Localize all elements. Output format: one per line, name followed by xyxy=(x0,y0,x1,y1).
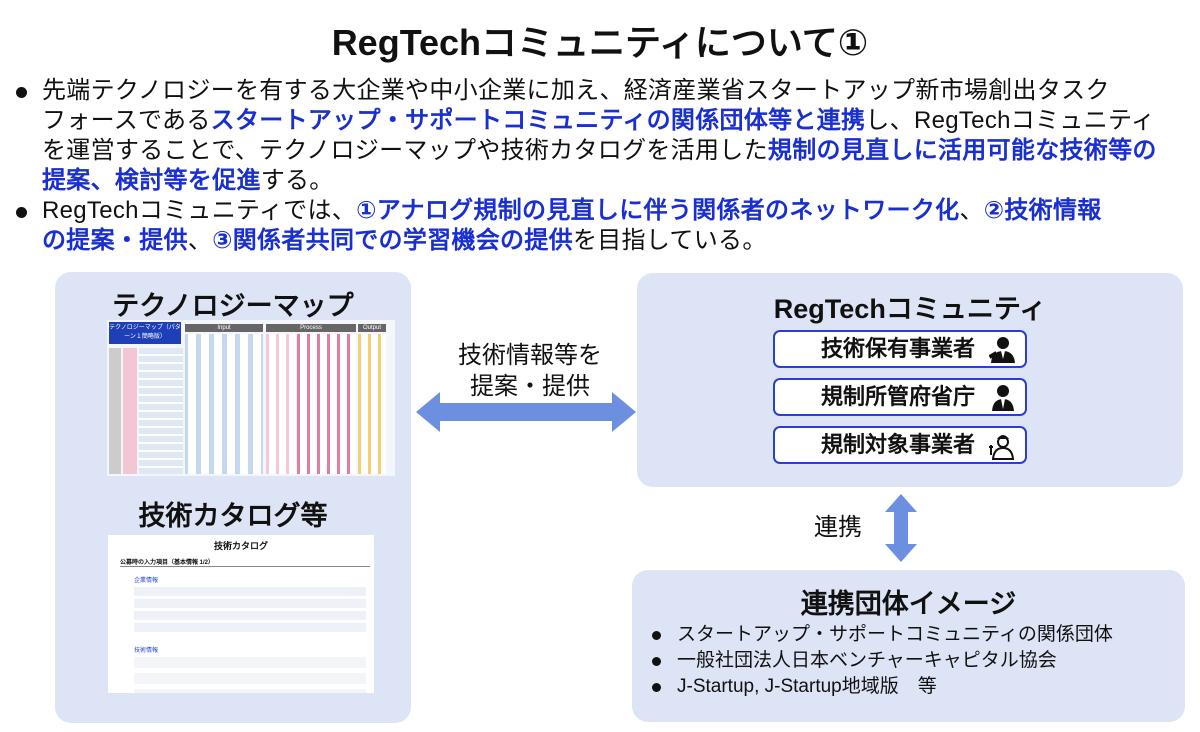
official-icon xyxy=(992,385,1014,411)
community-member-label: 技術保有事業者 xyxy=(821,336,976,361)
community-member-label: 規制所管府省庁 xyxy=(821,384,976,409)
community-member-box: 規制対象事業者 xyxy=(773,426,1027,464)
body-text: し、RegTechコミュニティ xyxy=(865,107,1156,134)
body-text: を目指している。 xyxy=(572,227,767,254)
catalog-section: 企業情報 xyxy=(134,578,159,584)
map-thumb-title: テクノロジーマップ（パターン１簡略版） xyxy=(109,322,181,344)
partners-panel: 連携団体イメージ スタートアップ・サポートコミュニティの関係団体一般社団法人日本… xyxy=(632,570,1185,722)
map-col-process: Process xyxy=(266,324,356,332)
map-output-columns xyxy=(358,334,386,474)
emphasis-text: 提案、検討等を促進 xyxy=(42,167,261,194)
regtech-community-panel: RegTechコミュニティ 技術保有事業者規制所管府省庁規制対象事業者 xyxy=(637,273,1183,487)
bullet-line: を運営することで、テクノロジーマップや技術カタログを活用した規制の見直しに活用可… xyxy=(42,136,1197,166)
emphasis-text: ③関係者共同での学習機会の提供 xyxy=(212,227,573,254)
page-title: RegTechコミュニティについて① xyxy=(331,22,869,63)
body-text: RegTechコミュニティでは、 xyxy=(42,197,357,224)
bullet-item: RegTechコミュニティでは、①アナログ規制の見直しに伴う関係者のネットワーク… xyxy=(12,196,1197,256)
bullet-line: の提案・提供、③関係者共同での学習機会の提供を目指している。 xyxy=(42,226,1197,256)
catalog-thumb-subtitle: 公募時の入力項目（基本情報 1/2） xyxy=(120,557,370,567)
map-col-input: Input xyxy=(185,324,263,332)
bullet-dot xyxy=(16,207,27,218)
partner-item: J-Startup, J-Startup地域版 等 xyxy=(652,674,1113,700)
body-text: 、 xyxy=(187,227,213,254)
technology-map-heading: テクノロジーマップ xyxy=(112,291,354,321)
emphasis-text: ②技術情報 xyxy=(983,197,1102,224)
businessperson-icon xyxy=(989,337,1015,363)
partners-list: スタートアップ・サポートコミュニティの関係団体一般社団法人日本ベンチャーキャピタ… xyxy=(652,622,1113,700)
map-col-output: Output xyxy=(358,324,386,332)
bullet-line: 提案、検討等を促進する。 xyxy=(42,166,1197,196)
community-member-box: 技術保有事業者 xyxy=(773,330,1027,368)
body-text: する。 xyxy=(260,167,334,194)
catalog-thumb-title: 技術カタログ xyxy=(213,541,268,551)
emphasis-text: ①アナログ規制の見直しに伴う関係者のネットワーク化 xyxy=(356,197,960,224)
map-input-columns xyxy=(185,334,263,474)
partner-item: 一般社団法人日本ベンチャーキャピタル協会 xyxy=(652,648,1113,674)
arrow-label: 技術情報等を 提案・提供 xyxy=(430,340,630,402)
worker-icon xyxy=(989,435,1015,460)
technology-catalog-heading: 技術カタログ等 xyxy=(138,501,328,531)
bullet-item: 先端テクノロジーを有する大企業や中小企業に加え、経済産業省スタートアップ新市場創… xyxy=(12,76,1197,196)
emphasis-text: 規制の見直しに活用可能な技術等の xyxy=(767,137,1157,164)
cooperation-label: 連携 xyxy=(814,514,862,541)
body-text: 先端テクノロジーを有する大企業や中小企業に加え、経済産業省スタートアップ新市場創… xyxy=(42,77,1110,104)
map-process-columns xyxy=(266,334,296,474)
bullet-line: 先端テクノロジーを有する大企業や中小企業に加え、経済産業省スタートアップ新市場創… xyxy=(42,76,1197,106)
body-text: を運営することで、テクノロジーマップや技術カタログを活用した xyxy=(42,137,768,164)
partners-heading: 連携団体イメージ xyxy=(800,589,1017,619)
community-member-label: 規制対象事業者 xyxy=(821,432,976,457)
map-process-columns xyxy=(297,334,356,474)
community-heading: RegTechコミュニティ xyxy=(773,294,1047,324)
emphasis-text: の提案・提供 xyxy=(42,227,188,254)
double-arrow-vertical xyxy=(885,494,917,562)
partner-item: スタートアップ・サポートコミュニティの関係団体 xyxy=(652,622,1113,648)
arrow-label-line: 提案・提供 xyxy=(470,373,590,400)
catalog-section: 技術情報 xyxy=(134,648,159,654)
double-arrow-horizontal xyxy=(416,392,636,432)
bullet-list: 先端テクノロジーを有する大企業や中小企業に加え、経済産業省スタートアップ新市場創… xyxy=(12,76,1197,256)
catalog-fields xyxy=(134,657,366,693)
bullet-line: フォースであるスタートアップ・サポートコミュニティの関係団体等と連携し、RegT… xyxy=(42,106,1197,136)
bullet-line: RegTechコミュニティでは、①アナログ規制の見直しに伴う関係者のネットワーク… xyxy=(42,196,1197,226)
catalog-fields xyxy=(134,587,366,635)
emphasis-text: スタートアップ・サポートコミュニティの関係団体等と連携 xyxy=(210,107,866,134)
technology-catalog-thumbnail: 技術カタログ 公募時の入力項目（基本情報 1/2） 企業情報 技術情報 xyxy=(108,535,374,693)
technology-map-thumbnail: テクノロジーマップ（パターン１簡略版） Input Process Output xyxy=(107,320,395,476)
bullet-dot xyxy=(16,87,27,98)
body-text: 、 xyxy=(959,197,984,224)
left-panel: テクノロジーマップ テクノロジーマップ（パターン１簡略版） Input Proc… xyxy=(55,272,411,723)
map-category-strip xyxy=(109,348,121,474)
arrow-label-line: 技術情報等を xyxy=(458,342,602,369)
body-text: フォースである xyxy=(42,107,211,134)
map-target-list xyxy=(139,348,183,474)
map-category-strip xyxy=(123,348,137,474)
community-member-box: 規制所管府省庁 xyxy=(773,378,1027,416)
